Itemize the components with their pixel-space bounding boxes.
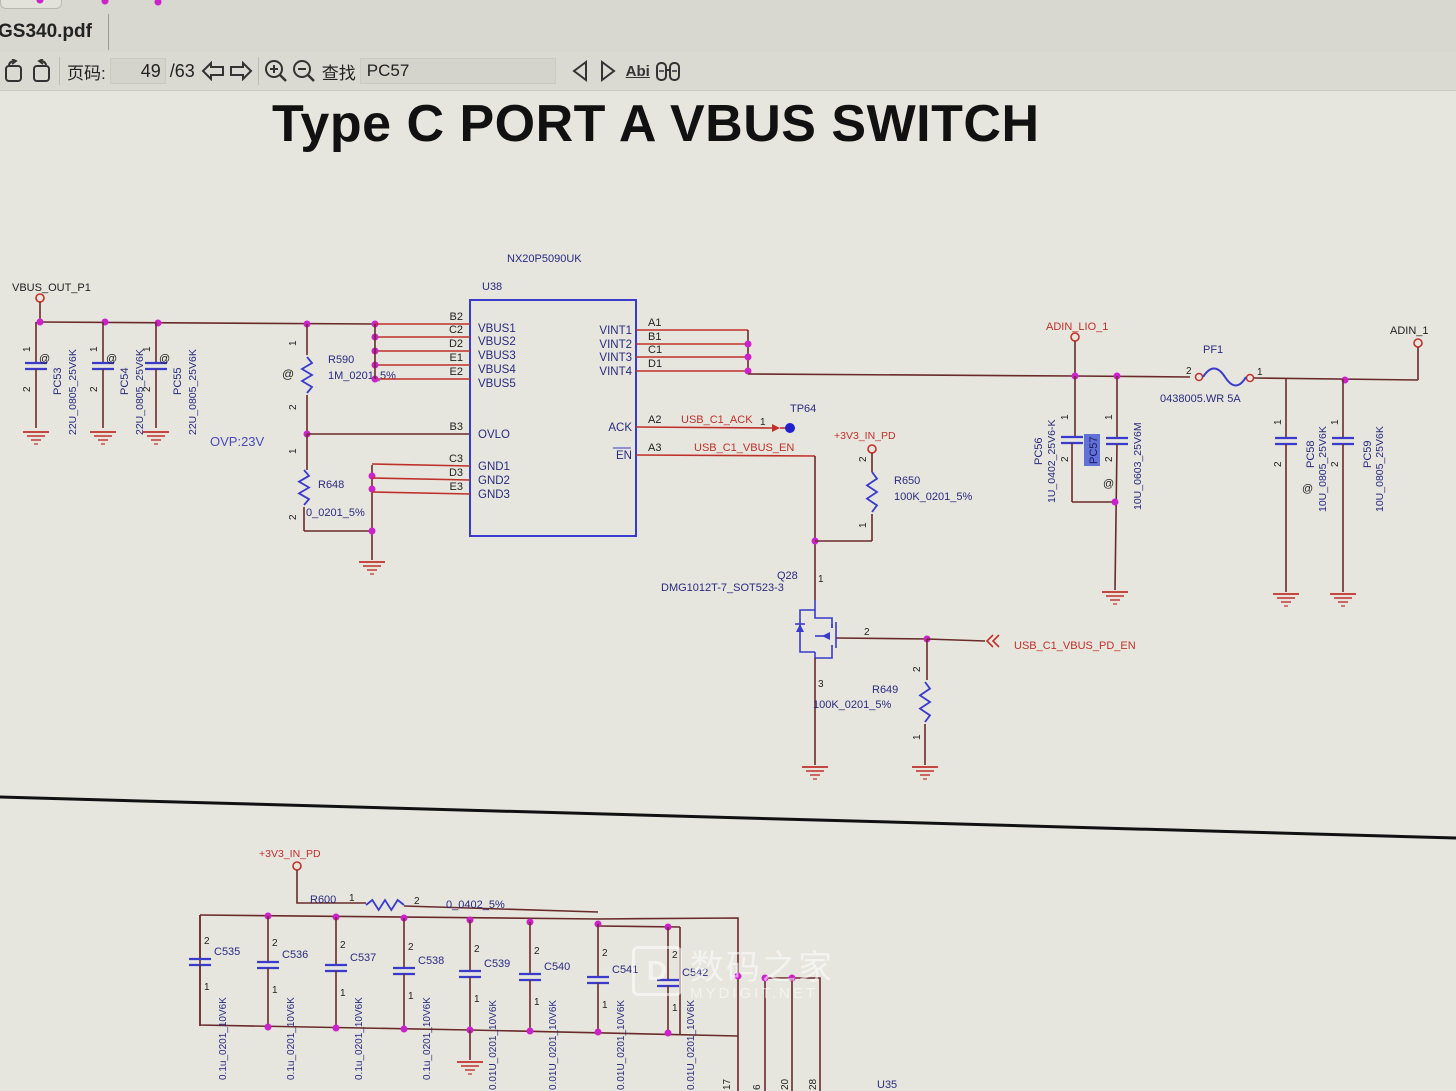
watermark: D 数码之家 MYDIGIT.NET — [632, 940, 834, 1002]
toolbar-separator — [59, 57, 60, 85]
window-control-strip — [0, 0, 62, 9]
watermark-logo: D — [632, 946, 682, 996]
pdf-toolbar: 页码: /63 查找 Abi — [0, 52, 1456, 91]
binoculars-icon — [655, 62, 680, 81]
rotate-cw-button[interactable] — [28, 56, 56, 86]
search-input[interactable] — [359, 58, 556, 84]
next-page-button[interactable] — [227, 56, 255, 86]
rotate-ccw-icon — [5, 59, 22, 82]
find-next-button[interactable] — [594, 56, 622, 86]
find-label: 查找 — [321, 63, 356, 83]
match-case-label: Abi — [625, 62, 650, 80]
document-tab[interactable]: GS340.pdf — [0, 14, 109, 50]
find-all-button[interactable] — [654, 56, 682, 86]
watermark-text-cn: 数码之家 — [690, 949, 834, 987]
arrow-right-icon — [229, 61, 253, 81]
prev-page-button[interactable] — [199, 56, 227, 86]
page-number-input[interactable] — [109, 58, 166, 84]
triangle-right-icon — [600, 60, 616, 82]
zoom-out-button[interactable] — [290, 56, 318, 86]
arrow-left-icon — [201, 61, 224, 81]
watermark-text-en: MYDIGIT.NET — [690, 985, 819, 1002]
rotate-ccw-button[interactable] — [0, 56, 28, 86]
tab-title: GS340.pdf — [0, 21, 92, 42]
match-case-button[interactable]: Abi — [622, 56, 654, 86]
page-title: Type C PORT A VBUS SWITCH — [272, 95, 1040, 153]
zoom-in-icon — [264, 60, 287, 82]
zoom-in-button[interactable] — [262, 56, 290, 86]
triangle-left-icon — [572, 60, 587, 82]
page-label: 页码: — [67, 63, 106, 83]
rotate-cw-icon — [33, 59, 50, 82]
tab-bar: GS340.pdf — [0, 0, 1456, 53]
zoom-out-icon — [292, 60, 315, 82]
find-prev-button[interactable] — [566, 56, 594, 86]
toolbar-separator — [257, 57, 259, 85]
page-total: /63 — [169, 60, 195, 81]
